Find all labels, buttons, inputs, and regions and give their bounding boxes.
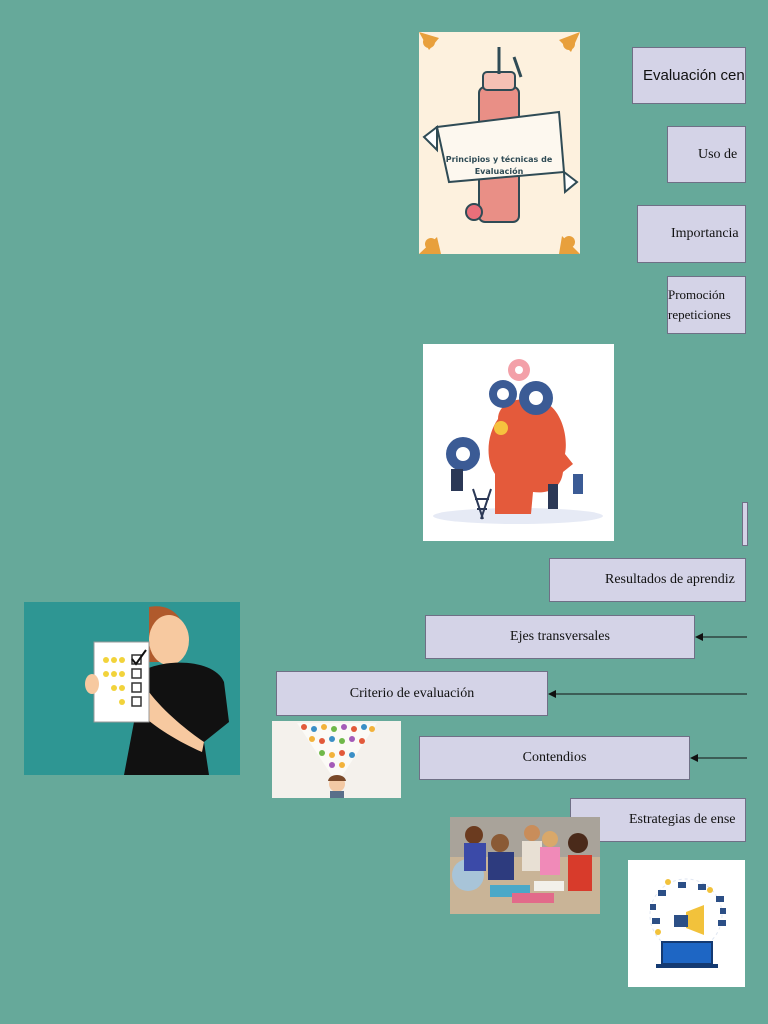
node-resultados: Resultados de aprendiz xyxy=(549,558,746,602)
arrow-to-ejes xyxy=(695,633,747,641)
cover-title-line2: Evaluación xyxy=(475,166,524,176)
node-promocion-line2: repeticiones xyxy=(668,307,731,322)
node-importancia: Importancia xyxy=(637,205,746,263)
checklist-woman-image xyxy=(24,602,240,775)
node-uso-de: Uso de xyxy=(667,126,746,183)
node-fragment xyxy=(742,502,748,546)
arrow-to-contenidos xyxy=(690,754,747,762)
students-photo xyxy=(450,817,600,914)
node-evaluacion-cen: Evaluación cen xyxy=(632,47,746,104)
arrow-to-criterio xyxy=(548,690,747,698)
cover-title-line1: Principios y técnicas de xyxy=(446,154,553,164)
node-contenidos: Contendios xyxy=(419,736,690,780)
node-criterio: Criterio de evaluación xyxy=(276,671,548,716)
node-promocion-line1: Promoción xyxy=(668,287,726,302)
head-gears-image xyxy=(423,344,614,541)
digital-icons-image xyxy=(628,860,745,987)
cover-image: Principios y técnicas de Evaluación xyxy=(419,32,580,254)
node-ejes-transversales: Ejes transversales xyxy=(425,615,695,659)
node-promocion: Promoción repeticiones xyxy=(667,276,746,334)
icons-cone-image xyxy=(272,721,401,798)
